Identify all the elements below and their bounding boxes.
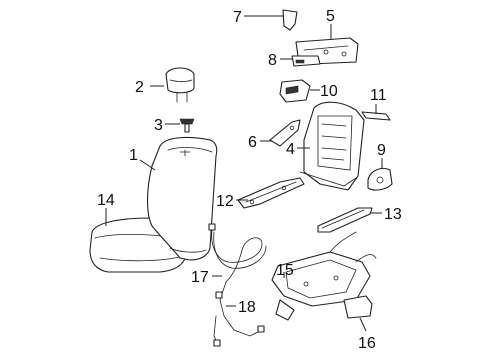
callout-15: 15	[276, 262, 294, 279]
callout-8: 8	[268, 52, 277, 69]
callout-4: 4	[286, 141, 295, 158]
seat-track-part	[237, 177, 305, 209]
seat-back-frame-part	[299, 101, 365, 191]
callout-6: 6	[248, 134, 257, 151]
latch-part-10	[279, 79, 311, 103]
callout-11: 11	[370, 87, 387, 104]
callout-12: 12	[216, 193, 234, 210]
callout-14: 14	[97, 192, 115, 209]
callout-5: 5	[326, 8, 335, 25]
leader-16	[359, 317, 367, 332]
headrest-part	[165, 67, 195, 103]
callout-13: 13	[384, 206, 402, 223]
seat-back-part	[146, 136, 218, 261]
callout-16: 16	[358, 335, 376, 352]
bracket-part-7	[282, 9, 298, 31]
callout-18: 18	[238, 299, 256, 316]
strap-part-11	[361, 111, 391, 121]
leader-1	[139, 159, 156, 171]
headrest-guide-part	[179, 118, 195, 133]
seat-frame-part	[271, 231, 377, 321]
leader-lines	[105, 15, 383, 332]
side-bracket-part-6	[269, 119, 301, 147]
adjuster-rail-part	[317, 207, 373, 233]
callout-17: 17	[191, 269, 209, 286]
callout-7: 7	[233, 9, 242, 26]
callout-3: 3	[154, 117, 163, 134]
callout-10: 10	[320, 83, 338, 100]
wire-harness-part	[208, 223, 267, 347]
callout-1: 1	[129, 147, 138, 164]
cover-part-16	[343, 295, 373, 319]
recliner-cover-part	[367, 167, 393, 191]
callout-9: 9	[377, 142, 386, 159]
callout-2: 2	[135, 79, 144, 96]
clip-part-8	[291, 55, 321, 67]
